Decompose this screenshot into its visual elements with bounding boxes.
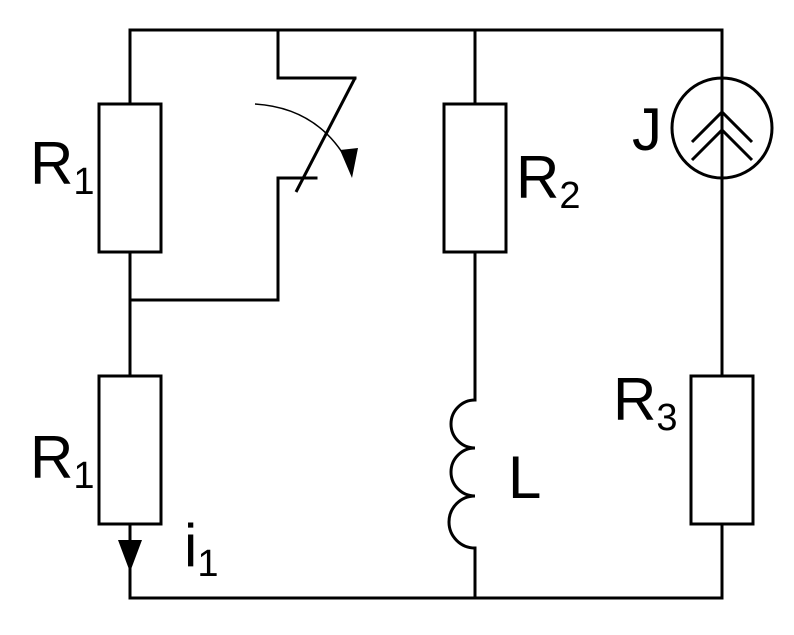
inductor-coil <box>447 398 476 550</box>
label-r2: R2 <box>516 144 580 217</box>
resistor-r1-top <box>97 102 163 254</box>
current-arrow-icon <box>118 540 142 572</box>
label-r1-top: R1 <box>30 130 94 203</box>
switch-blade <box>294 77 357 193</box>
resistor-r2 <box>442 102 508 254</box>
wires <box>128 28 724 600</box>
label-r3: R3 <box>613 366 677 439</box>
label-r1-bottom: R1 <box>30 424 94 497</box>
current-source-chevron-lower-icon <box>690 127 754 162</box>
switch-arrow-arc <box>254 103 349 163</box>
resistor-r3 <box>689 374 755 526</box>
label-inductor: L <box>508 444 541 511</box>
label-current-i1: i1 <box>184 512 218 585</box>
current-source-chevron-upper-icon <box>690 109 754 144</box>
label-current-source: J <box>632 96 662 163</box>
switch-arrow-icon <box>340 148 358 178</box>
resistor-r1-bottom <box>97 374 163 526</box>
